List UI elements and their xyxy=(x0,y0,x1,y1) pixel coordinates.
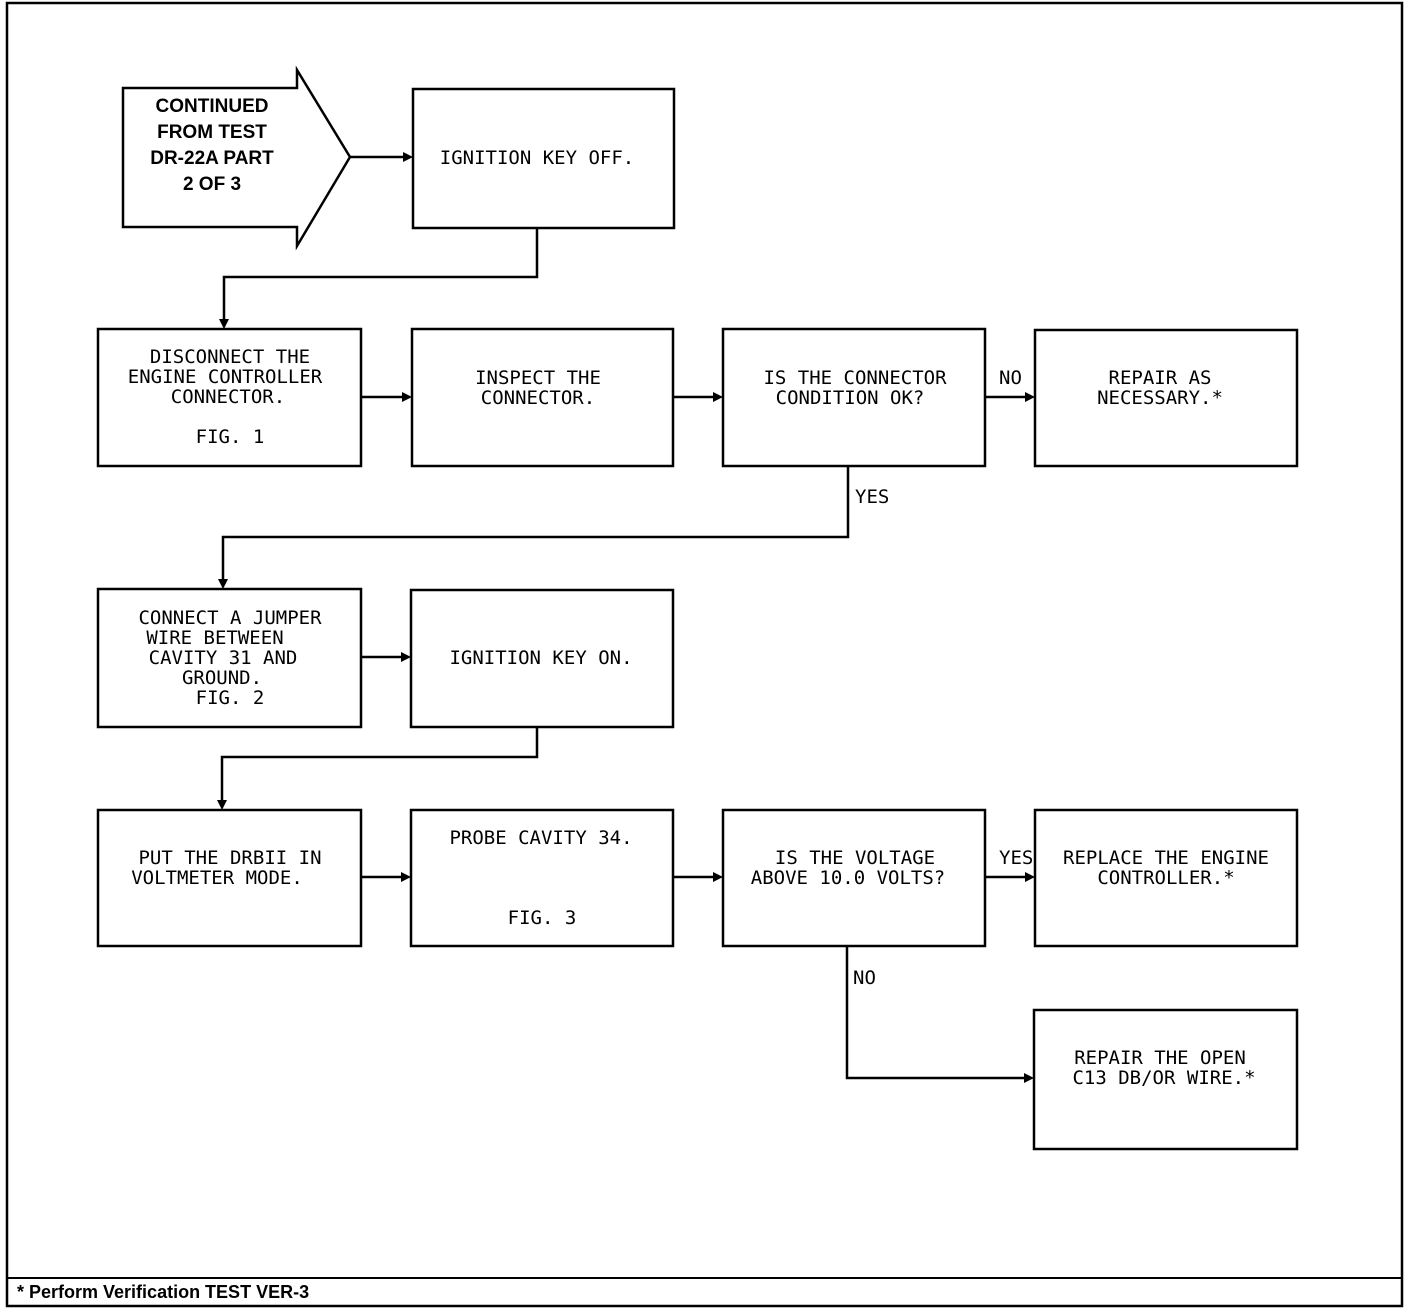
arrowhead xyxy=(402,392,412,402)
connector-ignition-on-drbii xyxy=(220,727,539,802)
voltage-line-2: ABOVE 10.0 VOLTS? xyxy=(751,867,945,889)
connector-yes-jumper xyxy=(221,466,850,581)
box-inspect xyxy=(410,327,675,468)
jumper-line-1: CONNECT A JUMPER xyxy=(138,607,322,629)
box-disconnect xyxy=(96,327,363,468)
box-ignition-off xyxy=(411,87,676,230)
jumper-line-4: GROUND. xyxy=(182,667,262,689)
box-probe xyxy=(409,808,675,948)
arrowhead xyxy=(713,872,723,882)
inspect-line-2: CONNECTOR. xyxy=(481,387,595,409)
label-no-1: NO xyxy=(999,367,1022,389)
box-voltage xyxy=(721,808,987,948)
box-replace xyxy=(1033,808,1299,948)
arrowhead xyxy=(401,872,411,882)
start-line-2: FROM TEST xyxy=(157,122,267,143)
repair-necessary-line-1: REPAIR AS xyxy=(1109,367,1212,389)
connector-ok-line-1: IS THE CONNECTOR xyxy=(763,367,947,389)
box-repair-necessary xyxy=(1033,328,1299,468)
connector-no-repair-open xyxy=(845,946,1026,1080)
label-yes-1: YES xyxy=(855,486,889,508)
connector-ok-line-2: CONDITION OK? xyxy=(776,387,925,409)
repair-necessary-line-2: NECESSARY.* xyxy=(1097,387,1223,409)
arrowhead xyxy=(403,152,413,162)
repair-open-line-1: REPAIR THE OPEN xyxy=(1074,1047,1246,1069)
arrowhead xyxy=(1024,1073,1034,1083)
jumper-fig: FIG. 2 xyxy=(196,687,265,709)
repair-open-line-2: C13 DB/OR WIRE.* xyxy=(1072,1067,1255,1089)
arrowhead xyxy=(219,319,229,329)
jumper-line-2: WIRE BETWEEN xyxy=(146,627,283,649)
box-connector-ok xyxy=(721,327,987,468)
box-jumper xyxy=(96,587,363,729)
drbii-line-2: VOLTMETER MODE. xyxy=(131,867,303,889)
arrowhead xyxy=(217,800,227,810)
ignition-on-text: IGNITION KEY ON. xyxy=(449,647,632,669)
replace-line-1: REPLACE THE ENGINE xyxy=(1063,847,1269,869)
inspect-line-1: INSPECT THE xyxy=(475,367,601,389)
connector-ignition-off-disconnect xyxy=(222,228,539,321)
disconnect-line-2: ENGINE CONTROLLER xyxy=(128,366,323,388)
disconnect-line-1: DISCONNECT THE xyxy=(150,346,310,368)
arrowhead xyxy=(1025,872,1035,882)
probe-line-1: PROBE CAVITY 34. xyxy=(449,827,632,849)
ignition-off-text: IGNITION KEY OFF. xyxy=(440,147,634,169)
arrowhead xyxy=(1025,392,1035,402)
disconnect-line-3: CONNECTOR. xyxy=(171,386,285,408)
voltage-line-1: IS THE VOLTAGE xyxy=(775,847,935,869)
arrowhead xyxy=(713,392,723,402)
start-line-4: 2 OF 3 xyxy=(183,174,241,195)
outer-border xyxy=(5,1,1404,1308)
jumper-line-3: CAVITY 31 AND xyxy=(149,647,298,669)
box-repair-open xyxy=(1032,1008,1299,1151)
probe-fig: FIG. 3 xyxy=(508,907,577,929)
drbii-line-1: PUT THE DRBII IN xyxy=(138,847,321,869)
replace-line-2: CONTROLLER.* xyxy=(1097,867,1234,889)
start-label: CONTINUED FROM TEST DR-22A PART 2 OF 3 xyxy=(150,96,274,195)
disconnect-fig: FIG. 1 xyxy=(196,426,265,448)
start-line-3: DR-22A PART xyxy=(150,148,274,169)
start-arrow-shape xyxy=(121,65,352,251)
box-drbii xyxy=(96,808,363,948)
arrowhead xyxy=(401,652,411,662)
arrowhead xyxy=(218,579,228,589)
label-yes-2: YES xyxy=(999,847,1033,869)
label-no-2: NO xyxy=(853,967,876,989)
footer-note: * Perform Verification TEST VER-3 xyxy=(17,1282,309,1302)
start-line-1: CONTINUED xyxy=(156,96,269,117)
box-ignition-on xyxy=(409,588,675,729)
